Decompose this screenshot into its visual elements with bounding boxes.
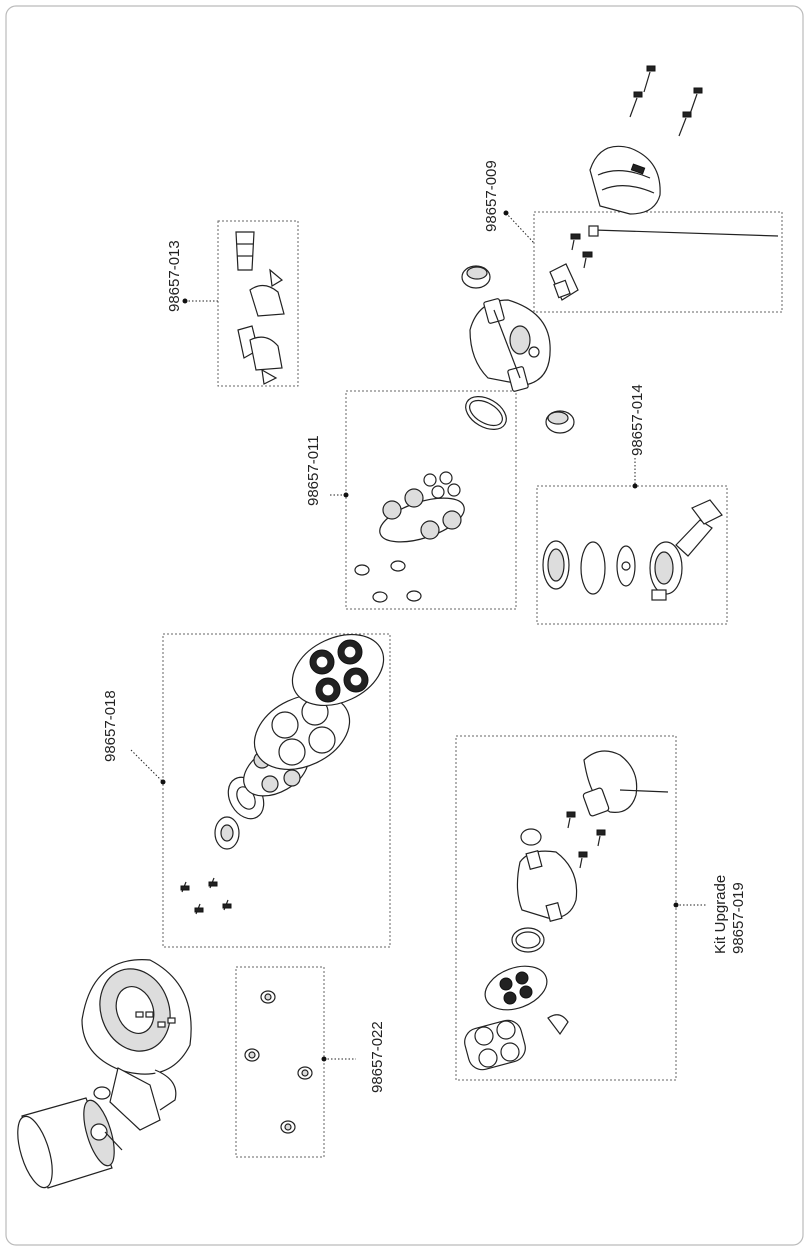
kit-label-98657-009: 98657-009 [483,160,500,232]
kit-019-upgrade [464,750,669,1071]
kit-box-98657-022 [235,966,325,1158]
kit-label-98657-011: 98657-011 [305,435,322,506]
valve-cap-part [461,265,491,289]
leader-98657-013 [182,298,218,304]
head-cover-part [589,145,661,215]
leader-98657-022 [321,1056,356,1062]
kit-label-98657-022: 98657-022 [369,1021,386,1093]
kit-label-98657-018: 98657-018 [102,690,119,762]
leader-98657-009 [503,210,535,244]
upper-pump-head [469,298,551,392]
pump-base-part [81,959,192,1131]
kit-box-98657-019 [455,735,677,1081]
page-frame [5,5,804,1246]
kit-box-98657-018 [162,633,391,948]
kit-014-outlet [542,499,723,601]
kit-022-valves [244,990,313,1134]
kit-box-98657-013 [217,220,299,387]
kit-label-98657-014: 98657-014 [629,384,646,456]
kit-box-98657-011 [345,390,517,610]
screws-top [629,65,703,137]
leader-98657-019 [673,902,706,908]
kit-018-drive [180,634,385,915]
leader-98657-011 [330,492,349,498]
kit-011-valves [354,396,507,603]
kit-013-fittings [235,231,285,385]
kit-label-98657-013: 98657-013 [166,240,183,312]
kit-box-98657-009 [533,211,783,313]
kit-label-98657-019: 98657-019 [730,882,747,954]
kit-label-upgrade: Kit Upgrade [712,875,729,954]
motor-part [17,1097,123,1189]
leader-98657-014 [632,458,638,489]
valve-cap-part-2 [545,410,575,434]
leader-98657-018 [130,749,166,785]
kit-009-switch [549,225,779,301]
